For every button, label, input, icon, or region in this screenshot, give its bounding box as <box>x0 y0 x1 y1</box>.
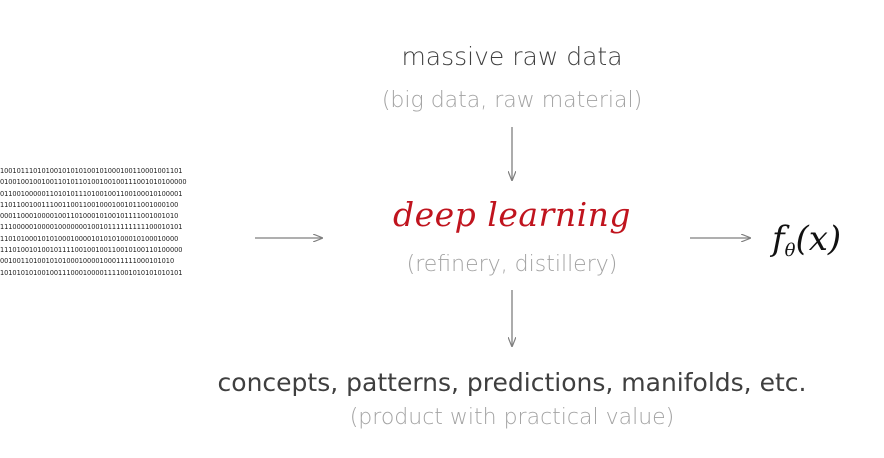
binary-line: 1110000010000100000001001011111111110001… <box>0 223 183 232</box>
binary-line: 1101010001010100010000101010100010100010… <box>0 234 179 243</box>
formula-function: f <box>772 219 785 259</box>
binary-line: 0100100100100110101101001001001110010101… <box>0 178 187 187</box>
raw-data-subtitle: (big data, raw material) <box>381 88 643 113</box>
outputs-title: concepts, patterns, predictions, manifol… <box>217 368 807 397</box>
binary-line: 1110100101001011110010010011001010011010… <box>0 246 183 255</box>
binary-data-block: 1001011101010010101010010100010011000100… <box>0 166 268 279</box>
model-function-formula: fθ(x) <box>772 219 841 261</box>
binary-line: 1101100100111001100110010001001011001000… <box>0 200 179 209</box>
deep-learning-title: deep learning <box>392 195 632 234</box>
outputs-subtitle: (product with practical value) <box>349 405 675 430</box>
binary-line: 1001011101010010101010010100010011000100… <box>0 167 183 175</box>
raw-data-title: massive raw data <box>401 42 623 71</box>
formula-argument: (x) <box>795 219 842 259</box>
binary-line: 0001100010000100110100010100101111001001… <box>0 212 179 221</box>
formula-subscript: θ <box>784 240 796 261</box>
binary-line: 0010011010010101000100001000111110001010… <box>0 257 175 266</box>
binary-line: 1010101010010011100010000111100101010101… <box>0 268 183 277</box>
binary-line: 0110010000011010101110100100110010001010… <box>0 189 183 198</box>
deep-learning-subtitle: (refinery, distillery) <box>406 252 618 277</box>
